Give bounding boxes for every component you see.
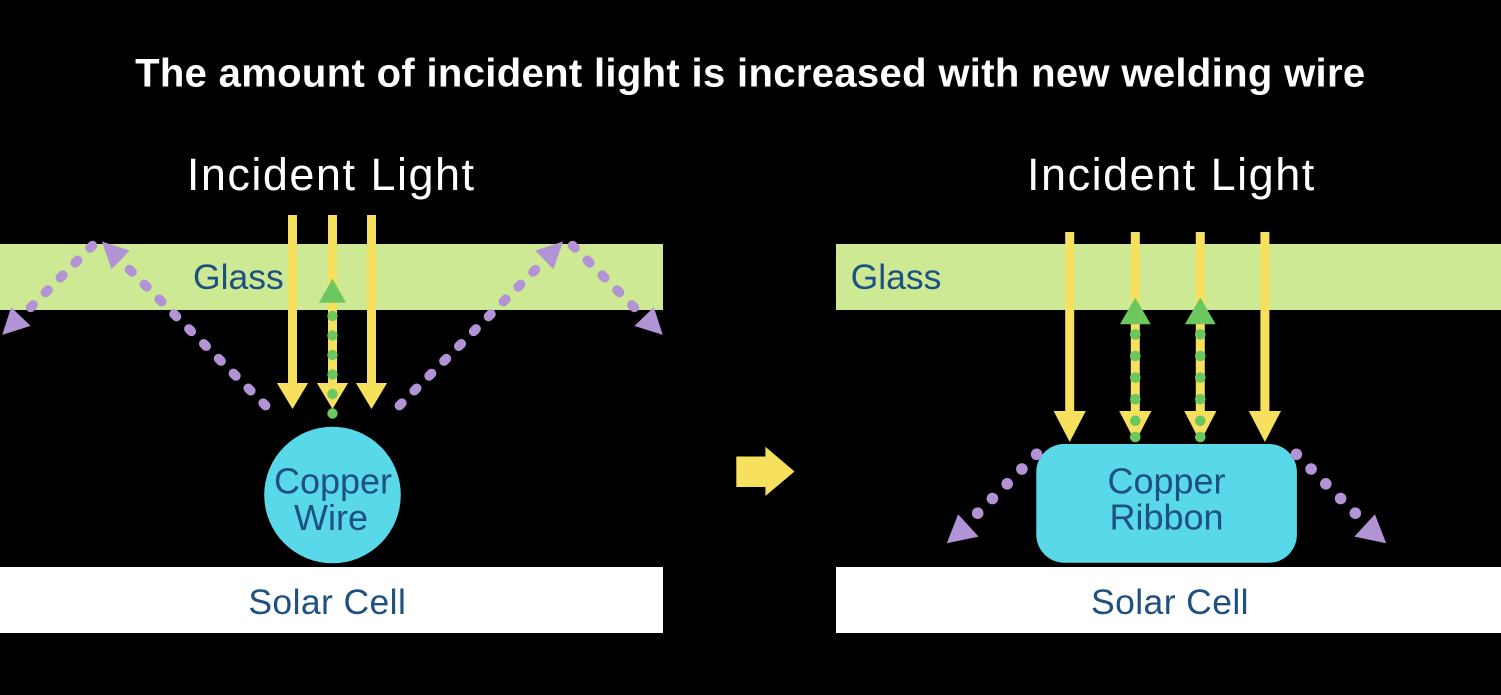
svg-text:Solar Cell: Solar Cell: [248, 582, 406, 622]
svg-text:Incident Light: Incident Light: [1027, 149, 1316, 200]
svg-text:The amount of incident light i: The amount of incident light is increase…: [135, 52, 1365, 96]
svg-text:Glass: Glass: [851, 257, 942, 297]
svg-text:Incident Light: Incident Light: [187, 149, 476, 200]
svg-text:Copper: Copper: [1107, 461, 1225, 502]
svg-text:Copper: Copper: [274, 460, 392, 501]
svg-text:Solar Cell: Solar Cell: [1091, 582, 1249, 622]
svg-text:Glass: Glass: [193, 257, 284, 297]
svg-text:Ribbon: Ribbon: [1109, 496, 1223, 537]
svg-text:Wire: Wire: [294, 497, 368, 538]
